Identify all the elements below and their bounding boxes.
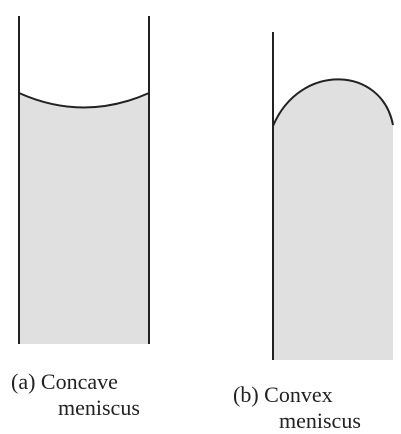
caption-b-title: Convex <box>264 382 333 407</box>
convex-meniscus-surface <box>272 78 394 127</box>
caption-b-subtitle: meniscus <box>279 408 361 433</box>
caption-a-prefix: (a) <box>11 369 36 394</box>
tube-a <box>18 16 150 344</box>
caption-b-prefix: (b) <box>233 382 259 407</box>
caption-a-subtitle: meniscus <box>58 395 140 420</box>
concave-meniscus-surface <box>18 92 150 109</box>
liquid-a <box>19 93 149 344</box>
tube-b <box>272 32 394 360</box>
caption-b: (b) Convex meniscus <box>233 382 361 434</box>
liquid-b <box>273 79 393 360</box>
caption-a: (a) Concave meniscus <box>11 369 140 421</box>
caption-a-title: Concave <box>40 369 118 394</box>
